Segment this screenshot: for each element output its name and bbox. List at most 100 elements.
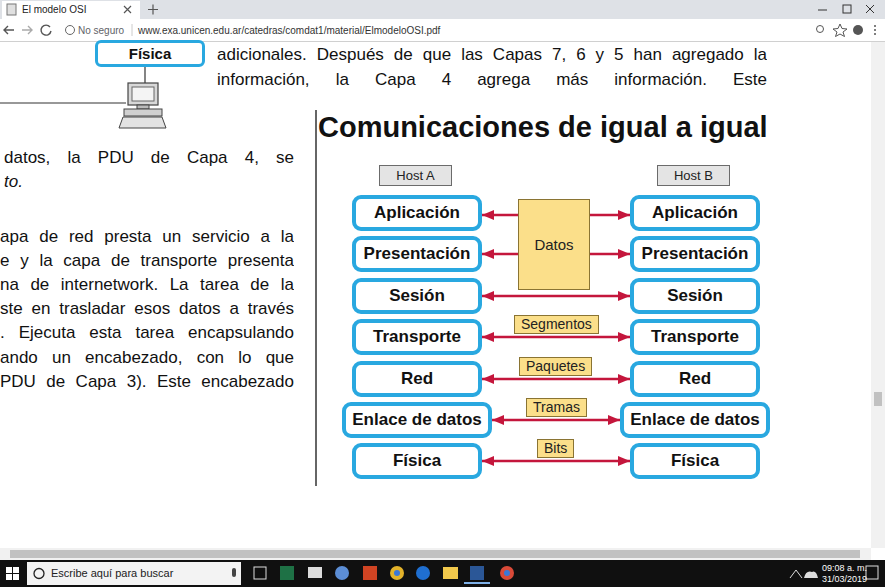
body-text: ste en trasladar esos datos a través: [0, 299, 294, 320]
body-text: . Ejecuta esta tarea encapsulando: [0, 323, 294, 344]
pdu-label: Paquetes: [519, 357, 592, 376]
node-text: Sesión: [667, 286, 723, 306]
tab-close: [124, 6, 131, 13]
windows-logo: [6, 567, 19, 580]
node-text: Host A: [396, 168, 434, 183]
peer-arrow: [590, 214, 630, 217]
security-text: No seguro: [78, 25, 124, 36]
body-text: adicionales. Después de que las Capas 7,…: [217, 45, 767, 66]
node-text: Sesión: [389, 286, 445, 306]
pdu-label: Tramas: [526, 398, 587, 417]
tray-cloud: [804, 572, 818, 578]
layer-box: Enlace de datos: [342, 402, 492, 438]
node-text: Física: [671, 451, 719, 471]
body-text: ando un encabezado, con lo que: [0, 348, 294, 369]
peer-arrow: [590, 253, 630, 256]
data-box: Datos: [518, 199, 590, 290]
layer-box: Sesión: [352, 278, 482, 314]
host-label: Host A: [379, 165, 452, 186]
peer-arrow: [482, 253, 518, 256]
account-icon: [853, 25, 863, 35]
body-text: na de internetwork. La tarea de la: [0, 275, 294, 296]
zoom-icon: [817, 26, 824, 33]
layer-box: Transporte: [630, 319, 760, 355]
layer-box: Aplicación: [352, 195, 482, 231]
diagram-title: Comunicaciones de igual a igual: [318, 111, 768, 144]
layer-box: Física: [630, 443, 760, 479]
close-window: [866, 5, 874, 13]
node-text: Física: [393, 451, 441, 471]
forward-button: [22, 26, 32, 34]
node-text: Enlace de datos: [630, 410, 759, 430]
node-text: Aplicación: [652, 203, 738, 223]
layer-box: Sesión: [630, 278, 760, 314]
node-text: Transporte: [651, 327, 739, 347]
cable: [144, 65, 145, 83]
scroll-thumb: [10, 550, 860, 558]
layer-box: Presentación: [352, 236, 482, 272]
search-box: [27, 562, 241, 585]
pdu-label: Bits: [537, 439, 574, 458]
scroll-thumb: [874, 392, 882, 406]
reload-button: [41, 25, 51, 35]
peer-arrow: [482, 378, 630, 381]
active-tab: [2, 1, 140, 19]
node-text: Física: [129, 45, 172, 62]
host-label: Host B: [657, 165, 730, 186]
info-icon: [66, 26, 75, 35]
clock-time: 09:08 a. m.: [822, 563, 867, 573]
node-text: Presentación: [642, 244, 749, 264]
node-text: Red: [401, 369, 433, 389]
body-text: apa de red presta un servicio a la: [0, 227, 294, 248]
peer-arrow: [492, 419, 620, 422]
node-text: Enlace de datos: [352, 410, 481, 430]
tab-bar: [0, 0, 885, 19]
layer-box: Aplicación: [630, 195, 760, 231]
horizontal-scrollbar: [0, 548, 871, 560]
address-bar: [0, 19, 885, 42]
pdu-label: Segmentos: [514, 315, 599, 334]
layer-box: Presentación: [630, 236, 760, 272]
layer-box: Transporte: [352, 319, 482, 355]
body-text: to.: [4, 172, 23, 192]
body-text: PDU de Capa 3). Este encabezado: [0, 372, 294, 393]
tray-arrow: [790, 570, 802, 578]
node-text: Red: [679, 369, 711, 389]
restore: [843, 5, 851, 13]
node-text: Host B: [674, 168, 713, 183]
url-text: www.exa.unicen.edu.ar/catedras/comdat1/m…: [138, 25, 440, 36]
layer-box: Física: [352, 443, 482, 479]
search-icon: [34, 569, 44, 579]
bookmark-star: [833, 24, 847, 37]
peer-arrow: [482, 214, 518, 217]
new-tab: [148, 5, 158, 15]
node-text: Datos: [534, 236, 573, 253]
layer-box: Enlace de datos: [620, 402, 770, 438]
body-text: e y la capa de transporte presenta: [0, 251, 294, 272]
peer-arrow: [482, 336, 630, 339]
tab-title: El modelo OSI: [22, 4, 86, 15]
separator: [132, 24, 133, 36]
computer-icon: [119, 83, 166, 128]
pdf-icon: [7, 4, 16, 15]
column-rule: [315, 110, 317, 486]
layer-box: Física: [95, 40, 205, 67]
vertical-scrollbar: [871, 42, 885, 548]
cable: [0, 102, 126, 103]
body-text: datos, la PDU de Capa 4, se: [4, 148, 294, 169]
body-text: información, la Capa 4 agrega más inform…: [217, 70, 767, 91]
taskbar: [0, 560, 885, 587]
node-text: Presentación: [364, 244, 471, 264]
peer-arrow: [482, 460, 630, 463]
node-text: Aplicación: [374, 203, 460, 223]
clock-date: 31/03/2019: [822, 574, 867, 584]
node-text: Transporte: [373, 327, 461, 347]
mic-icon: [232, 568, 236, 577]
search-placeholder: Escribe aquí para buscar: [51, 567, 173, 579]
notifications: [866, 566, 878, 579]
layer-box: Red: [352, 361, 482, 397]
taskbar-apps: [254, 566, 514, 584]
layer-box: Red: [630, 361, 760, 397]
peer-arrow: [482, 295, 630, 298]
back-button: [4, 26, 14, 34]
